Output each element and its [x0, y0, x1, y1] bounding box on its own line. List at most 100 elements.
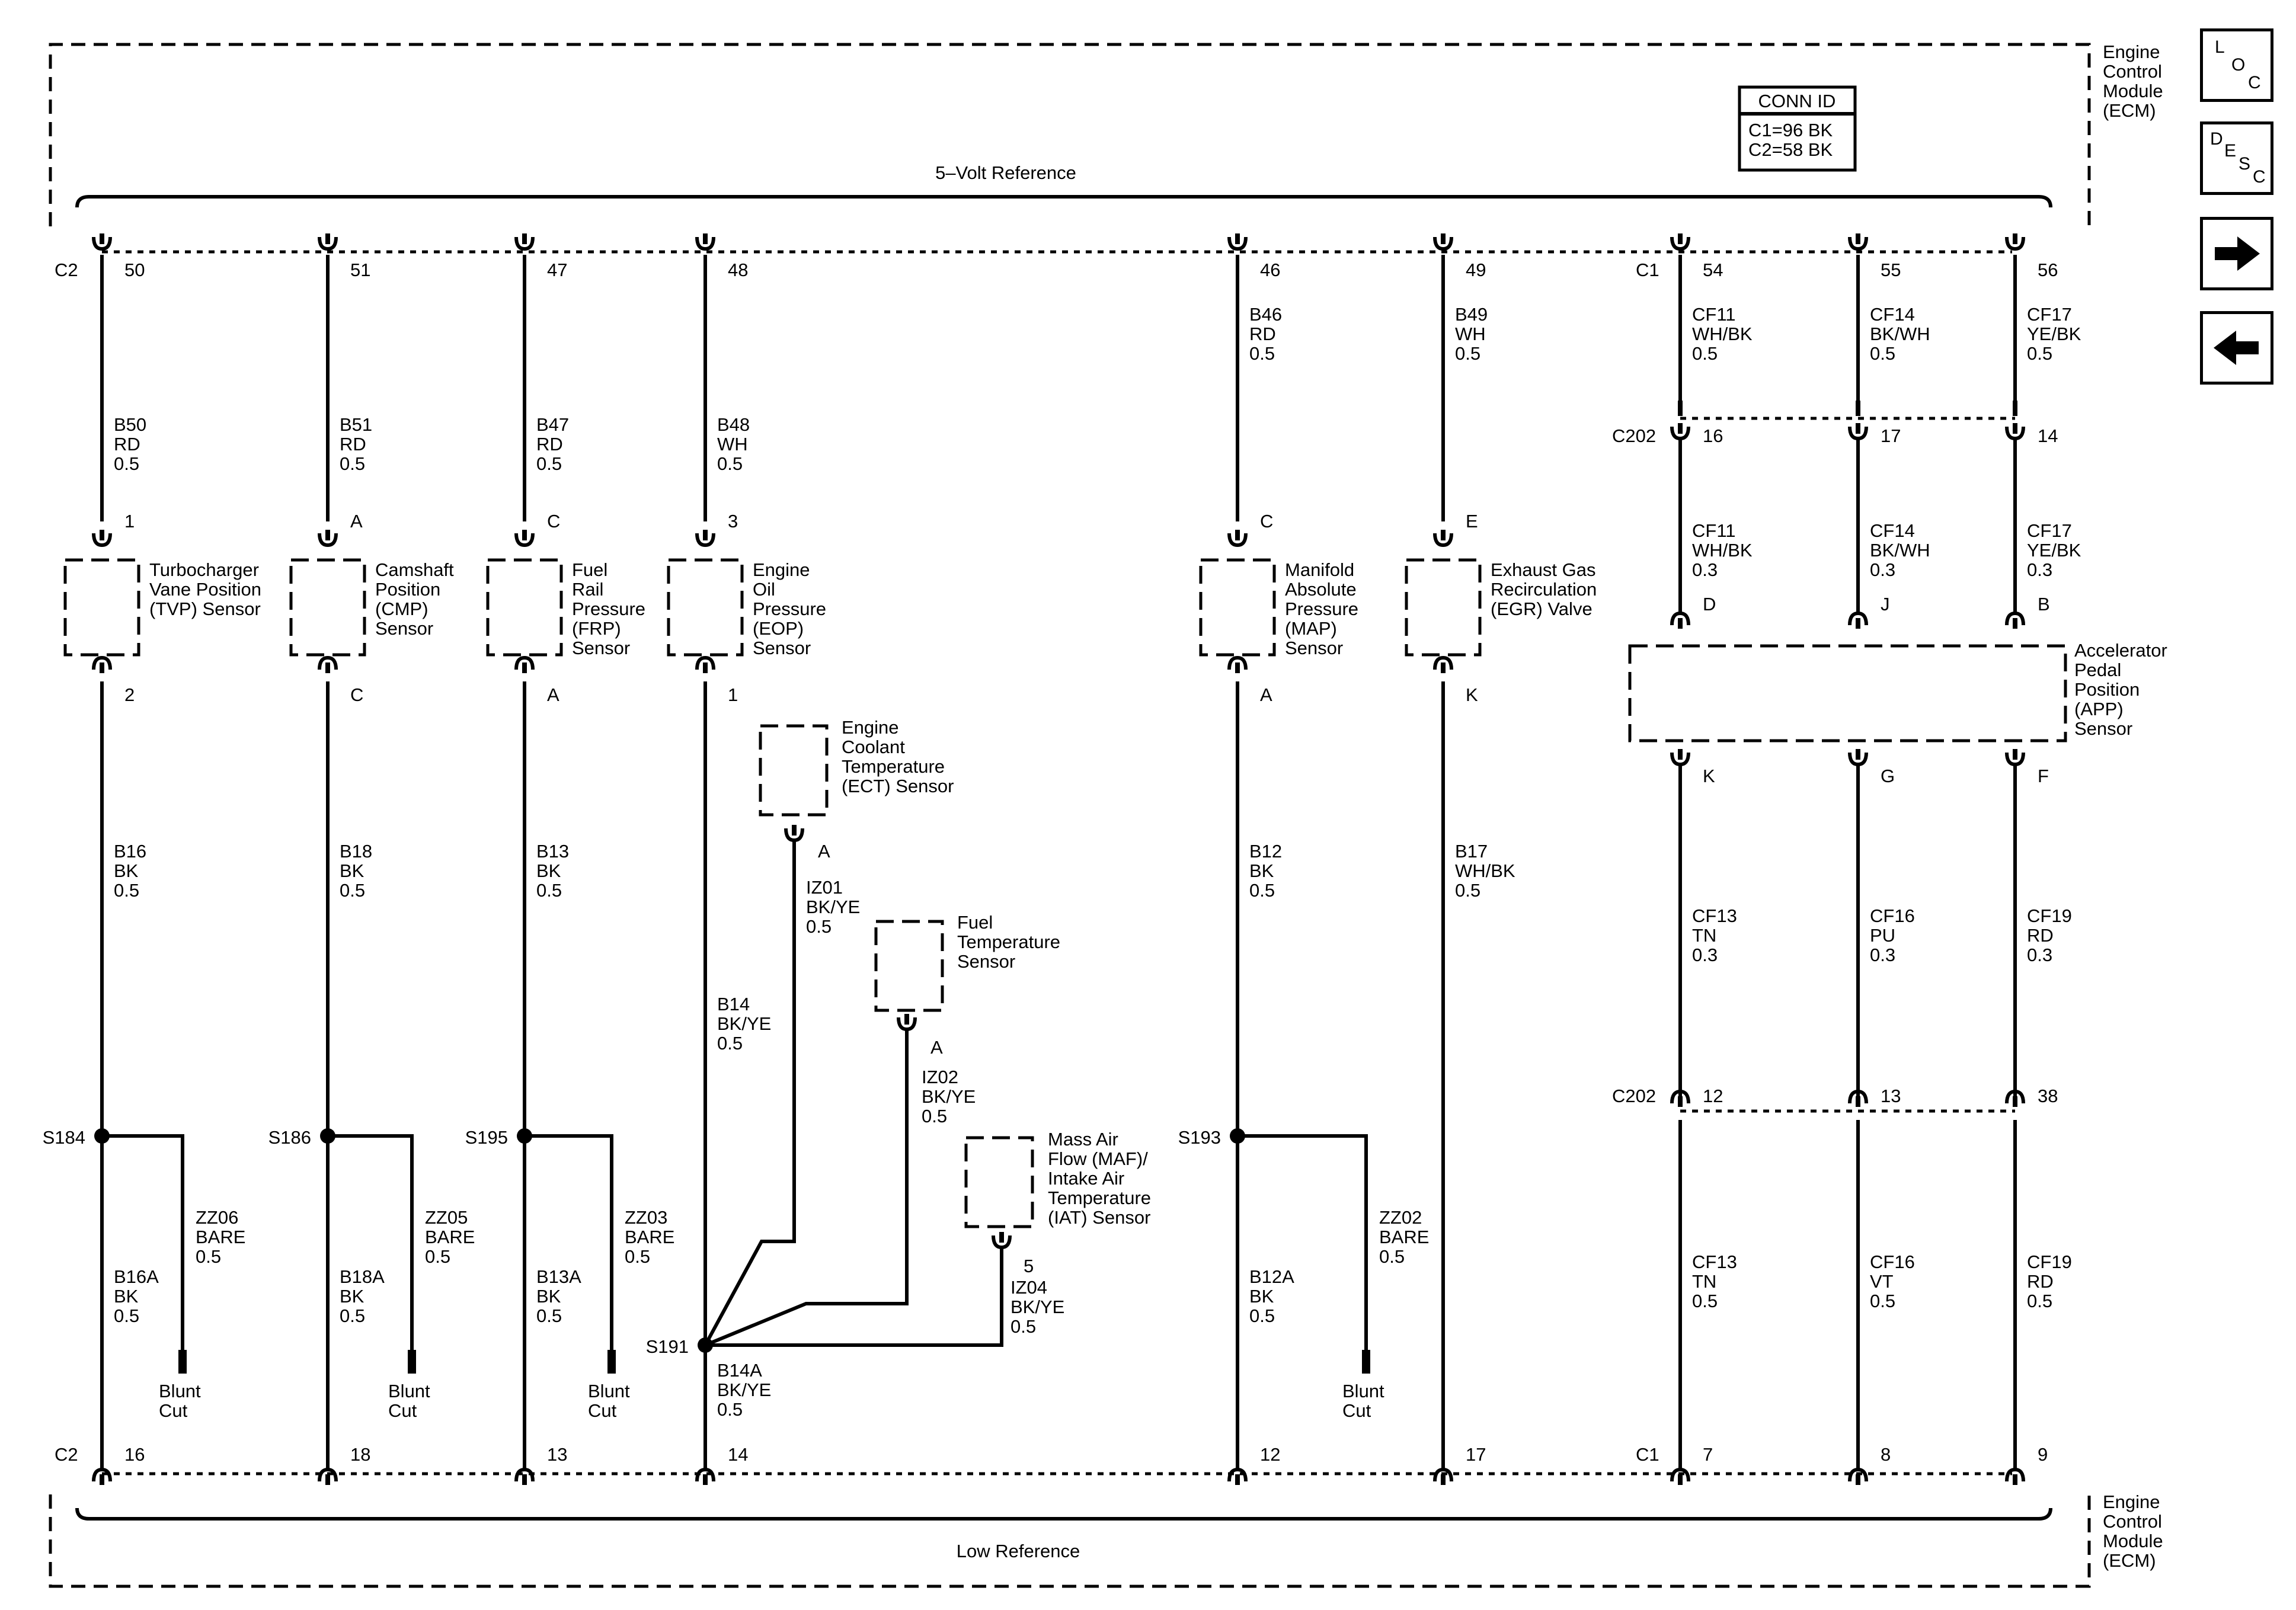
app-0-c202-upper-pin-terminal	[1678, 423, 1683, 434]
tvp-wire-upper-label-2: 0.5	[114, 453, 139, 474]
maf-sensor-pin-cup	[992, 1235, 1012, 1250]
eop-sensor-name-0: Engine	[753, 559, 810, 580]
tvp-drain-wire	[102, 1134, 184, 1351]
map-sensor-name-1: Absolute	[1285, 579, 1357, 600]
tvp-sensor-top-pin-cup	[92, 533, 112, 548]
fuel-temp-sensor-box	[874, 920, 944, 1012]
frp-ecm-top-pin-cup	[514, 236, 535, 251]
app-0-wire-b-label-2: 0.3	[1692, 559, 1718, 580]
app-2-ecm-top-pin-label: 56	[2038, 260, 2058, 280]
app-2-sensor-top-pin-label: B	[2038, 594, 2050, 614]
iz01-wire-label-2: 0.5	[806, 916, 832, 937]
ecm-bottom-frame	[49, 1494, 2091, 1588]
map-drain-wire-label-0: ZZ02	[1379, 1207, 1422, 1228]
ecm-top-frame	[49, 43, 2091, 226]
map-wire-upper-label-0: B46	[1249, 304, 1282, 325]
app-1-sensor-top-pin-label: J	[1881, 594, 1890, 614]
app-1-c202-upper-terminal	[1856, 401, 1860, 416]
eop-wire-bottom-label-1: BK/YE	[717, 1379, 771, 1400]
egr-ecm-top-pin-terminal	[1441, 233, 1446, 244]
ecm-title-top-0: Engine	[2103, 41, 2160, 62]
loc-letter-o: O	[2231, 55, 2246, 75]
frp-sensor-box	[486, 558, 563, 657]
tvp-wire-mid-label-1: BK	[114, 860, 139, 881]
frp-sensor-name-0: Fuel	[572, 559, 607, 580]
wires-layer	[75, 195, 2052, 1521]
arrow-right-icon	[2215, 236, 2260, 271]
egr-sensor-name-2: (EGR) Valve	[1491, 598, 1593, 619]
map-wire-upper-label-2: 0.5	[1249, 343, 1275, 364]
app-0-wire-a-label-1: WH/BK	[1692, 324, 1753, 344]
app-0-sensor-top-pin-terminal	[1678, 618, 1683, 629]
map-splice-label: S193	[1178, 1127, 1221, 1148]
desc-letter-e: E	[2224, 141, 2237, 161]
tvp-ecm-top-pin	[92, 233, 112, 251]
tvp-sensor-name-0: Turbocharger	[149, 559, 259, 580]
maf-sensor-name-0: Mass Air	[1048, 1129, 1118, 1150]
frp-sensor-name-3: (FRP)	[572, 618, 621, 639]
low-reference-label: Low Reference	[957, 1541, 1080, 1561]
app-1-sensor-bottom-pin	[1848, 749, 1868, 767]
frp-ecm-bottom-pin-label: 13	[547, 1444, 567, 1465]
app-1-c202-lower-pin-terminal	[1856, 1096, 1860, 1107]
frp-splice	[517, 1128, 532, 1144]
previous-page-button[interactable]	[2200, 311, 2273, 385]
app-2-sensor-top-pin	[2005, 611, 2025, 629]
components-layer	[63, 85, 2067, 1485]
app-0-ecm-bottom-pin-label: 7	[1703, 1444, 1713, 1465]
maf-sensor-pin	[992, 1232, 1012, 1250]
ecm-title-top-2: Module	[2103, 81, 2163, 101]
app-sensor-name-0: Accelerator	[2074, 640, 2167, 661]
location-button[interactable]: L O C	[2200, 28, 2273, 102]
cmp-sensor-top-pin-label: A	[350, 511, 363, 532]
app-2-sensor-bottom-pin-terminal	[2013, 749, 2017, 760]
cmp-wire-upper-label-1: RD	[340, 434, 366, 454]
app-0-wire-a-label-0: CF11	[1692, 304, 1736, 325]
map-ecm-top-pin-label: 46	[1260, 260, 1280, 280]
tvp-ecm-bottom-pin-cup	[92, 1467, 112, 1482]
maf-sensor-name-3: Temperature	[1048, 1188, 1151, 1208]
eop-sensor-top-pin-cup	[695, 533, 715, 548]
frp-wire-upper-label-1: RD	[536, 434, 563, 454]
app-2-wire-a-label-0: CF17	[2027, 304, 2072, 325]
egr-ecm-bottom-pin-label: 17	[1466, 1444, 1486, 1465]
app-0-c202-upper-pin-label: 16	[1703, 425, 1723, 446]
app-2-ecm-top-pin-cup	[2005, 236, 2025, 251]
app-2-wire-d-label-0: CF19	[2027, 1251, 2072, 1272]
iz02-wire-label-2: 0.5	[922, 1106, 947, 1126]
eop-ecm-top-pin	[695, 233, 715, 251]
app-2-c202-lower-pin-terminal	[2013, 1096, 2017, 1107]
egr-sensor-name-1: Recirculation	[1491, 579, 1597, 600]
map-sensor-bottom-pin-label: A	[1260, 684, 1272, 705]
eop-s191-splice	[698, 1337, 713, 1353]
fuel-temp-sensor-pin-cup	[897, 1017, 917, 1032]
conn-id-row-1: C2=58 BK	[1748, 139, 1833, 160]
app-0-wire-c-label-1: TN	[1692, 925, 1716, 946]
cmp-sensor-top-pin-cup	[318, 533, 338, 548]
next-page-button[interactable]	[2200, 217, 2273, 290]
app-1-wire-b-label-0: CF14	[1870, 520, 1915, 541]
iz02-wire	[704, 1029, 909, 1347]
fuel-temp-sensor-pin-label: A	[930, 1037, 943, 1058]
egr-sensor-name-0: Exhaust Gas	[1491, 559, 1595, 580]
eop-wire-bottom-label-0: B14A	[717, 1360, 762, 1381]
app-1-ecm-top-pin	[1848, 233, 1868, 251]
map-sensor-name-2: Pressure	[1285, 598, 1358, 619]
tvp-wire-bottom-label-2: 0.5	[114, 1305, 139, 1326]
tvp-sensor-bottom-pin-cup	[92, 655, 112, 670]
tvp-blunt-cut-label-0: Blunt	[159, 1381, 201, 1401]
description-button[interactable]: D E S C	[2200, 121, 2273, 195]
tvp-wire-mid-label-0: B16	[114, 841, 146, 862]
tvp-drain-wire-label-1: BARE	[196, 1227, 245, 1247]
app-0-sensor-top-pin-label: D	[1703, 594, 1716, 614]
app-1-ecm-bottom-pin-terminal	[1856, 1474, 1860, 1485]
cmp-splice-label: S186	[268, 1127, 311, 1148]
tvp-ecm-bottom-pin-terminal	[100, 1474, 104, 1485]
fuel-temp-sensor-name-1: Temperature	[957, 932, 1060, 952]
app-0-c202-lower-pin-terminal	[1678, 1096, 1683, 1107]
app-2-ecm-bottom-pin-label: 9	[2038, 1444, 2048, 1465]
frp-drain-wire-label-2: 0.5	[625, 1246, 650, 1267]
app-0-sensor-bottom-pin-terminal	[1678, 749, 1683, 760]
eop-sensor-top-pin-terminal	[703, 530, 708, 540]
frp-splice-label: S195	[465, 1127, 508, 1148]
